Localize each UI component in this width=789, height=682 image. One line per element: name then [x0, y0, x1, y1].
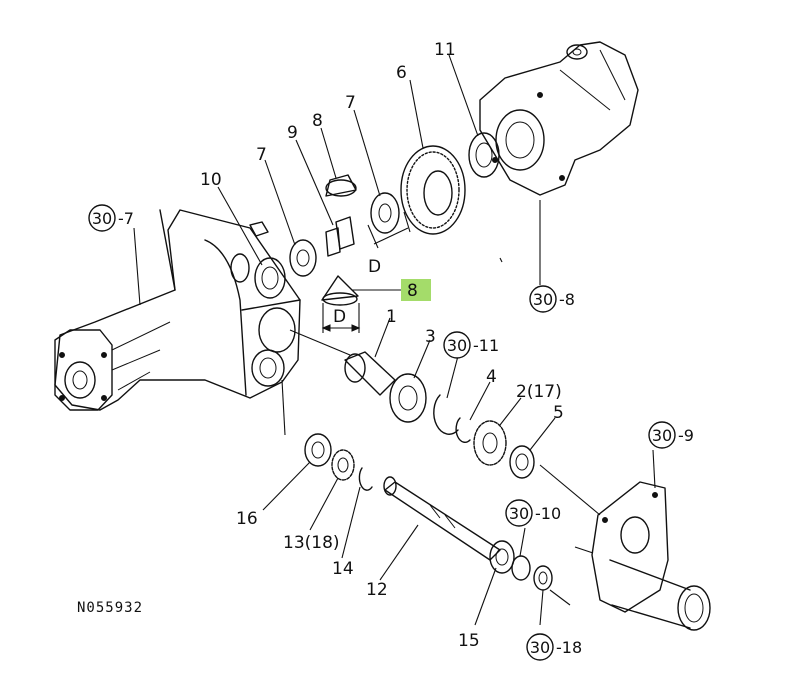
- bearing-3: [389, 373, 427, 423]
- callout-10: 10: [200, 170, 222, 190]
- drive-pinion: [344, 351, 396, 396]
- side-gear-left: [289, 239, 317, 277]
- svg-text:30: 30: [652, 426, 672, 445]
- callout-5: 5: [553, 403, 564, 423]
- bearing-10: [254, 257, 286, 299]
- callout-1: 1: [386, 307, 397, 327]
- snap-ring-large: [433, 394, 459, 435]
- dimension-d-upper: D: [367, 211, 411, 277]
- pinion-gear-lower: [321, 275, 359, 306]
- callout-12: 12: [366, 580, 388, 600]
- bearing-5: [509, 445, 535, 479]
- gear-2: [473, 420, 507, 466]
- dimension-label-upper: D: [368, 257, 381, 277]
- callout-15: 15: [458, 631, 480, 651]
- reference-30-11: 30 -11: [443, 331, 499, 359]
- dimension-label-lower: D: [333, 307, 346, 327]
- snap-ring-4: [455, 417, 471, 443]
- svg-text:30: 30: [92, 209, 112, 228]
- svg-text:-18: -18: [556, 638, 582, 657]
- callout-14: 14: [332, 559, 354, 579]
- callouts: 1 2(17) 3 4 5 6 7 7 8 8 9 10 11 12 13(18…: [200, 40, 564, 651]
- reference-30-10: 30 -10: [505, 499, 561, 527]
- pinion-gear-upper: [325, 174, 357, 197]
- callout-7-left: 7: [256, 145, 267, 165]
- leader-lines: [133, 54, 656, 626]
- shaft-12: [383, 476, 501, 561]
- nut-30-18: [533, 565, 553, 591]
- reference-30-7: 30 -7: [88, 204, 134, 232]
- callout-2: 2(17): [516, 382, 562, 402]
- rear-axle-cover: [591, 481, 711, 631]
- side-gear-right: [370, 192, 400, 234]
- svg-text:30: 30: [447, 336, 467, 355]
- ring-gear: [400, 145, 466, 235]
- svg-text:-9: -9: [678, 426, 694, 445]
- gear-13: [331, 449, 355, 481]
- svg-text:30: 30: [530, 638, 550, 657]
- diagram-part-number: N055932: [77, 600, 143, 616]
- svg-text:30: 30: [533, 290, 553, 309]
- svg-text:-11: -11: [473, 336, 499, 355]
- callout-11: 11: [434, 40, 456, 60]
- dimension-d-lower: D: [321, 303, 361, 333]
- cross-shaft: [325, 216, 355, 257]
- reference-30-18: 30 -18: [526, 633, 582, 661]
- callout-13: 13(18): [283, 533, 340, 553]
- callout-7-right: 7: [345, 93, 356, 113]
- svg-text:-8: -8: [559, 290, 575, 309]
- ring-30-10: [511, 555, 531, 581]
- svg-text:-10: -10: [535, 504, 561, 523]
- callout-8-lower: 8: [407, 281, 418, 301]
- callout-16: 16: [236, 509, 258, 529]
- callout-3: 3: [425, 327, 436, 347]
- left-axle-housing: [54, 209, 301, 411]
- section-references: 30 -7 30 -8 30 -9 30 -10 30 -11 30 -18: [88, 204, 694, 661]
- callout-highlight: [401, 279, 431, 301]
- reference-30-9: 30 -9: [648, 421, 694, 449]
- bearing-11: [468, 132, 500, 178]
- callout-9: 9: [287, 123, 298, 143]
- bearing-16: [304, 433, 332, 467]
- reference-30-8: 30 -8: [529, 285, 575, 313]
- callout-8-upper: 8: [312, 111, 323, 131]
- callout-6: 6: [396, 63, 407, 83]
- snap-ring-14: [358, 467, 373, 491]
- callout-4: 4: [486, 367, 497, 387]
- bearing-15: [489, 540, 515, 574]
- svg-text:-7: -7: [118, 209, 134, 228]
- right-axle-housing: [479, 41, 639, 196]
- svg-text:30: 30: [509, 504, 529, 523]
